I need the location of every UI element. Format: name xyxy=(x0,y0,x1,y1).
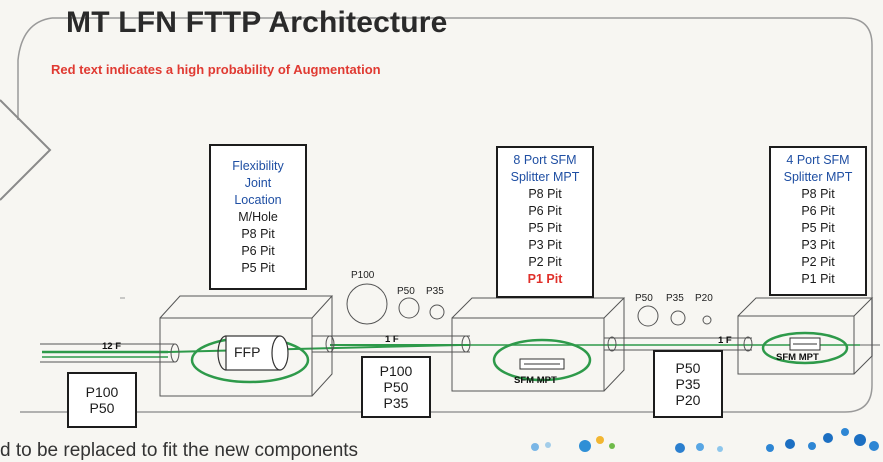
sfm-mpt-label-b: SFM MPT xyxy=(776,352,819,363)
pit-label-p20-b: P20 xyxy=(695,293,713,304)
box-line: Splitter MPT xyxy=(510,170,580,184)
box-line: P6 Pit xyxy=(528,204,562,218)
box-line: P5 Pit xyxy=(241,261,275,275)
size-line: P100 xyxy=(85,384,119,400)
size-line: P100 xyxy=(379,363,413,379)
box-line: Joint xyxy=(244,176,272,190)
pit-circle-p35-b xyxy=(670,310,686,326)
pit-label-p100: P100 xyxy=(351,270,375,281)
box-line: Location xyxy=(234,193,282,207)
size-box-mid: P100 P50 P35 xyxy=(361,356,431,418)
box-line: P2 Pit xyxy=(528,255,562,269)
footer-text: d to be replaced to fit the new componen… xyxy=(0,440,359,461)
pit-circle-p50 xyxy=(398,297,420,319)
pit-box-8port xyxy=(451,297,626,392)
slide-frame xyxy=(20,17,873,413)
box-line: P6 Pit xyxy=(801,204,835,218)
box-line: Flexibility xyxy=(232,159,284,173)
box-line: Splitter MPT xyxy=(783,170,853,184)
box-line: 4 Port SFM xyxy=(786,153,850,167)
box-line: P1 Pit xyxy=(527,272,563,286)
size-line: P20 xyxy=(675,392,701,408)
cable-label-12f: 12 F xyxy=(102,341,122,352)
sfm-ring-b xyxy=(761,331,849,365)
ffp-cylinder xyxy=(217,335,289,371)
pit-box-ffp xyxy=(159,295,334,397)
pit-circle-p35 xyxy=(429,304,445,320)
slide-frame-left xyxy=(17,17,53,120)
chevron-arrow xyxy=(0,99,52,201)
box-line: P6 Pit xyxy=(241,244,275,258)
box-line: P8 Pit xyxy=(528,187,562,201)
8-port-splitter-box: 8 Port SFM Splitter MPT P8 Pit P6 Pit P5… xyxy=(496,146,594,298)
size-line: P35 xyxy=(675,376,701,392)
pit-label-p35: P35 xyxy=(426,286,444,297)
size-line: P50 xyxy=(89,400,115,416)
box-line: P8 Pit xyxy=(801,187,835,201)
augmentation-note: Red text indicates a high probability of… xyxy=(51,62,381,77)
size-line: P50 xyxy=(383,379,409,395)
pit-circle-p20-b xyxy=(702,315,712,325)
sfm-device-a xyxy=(519,358,565,370)
box-line: P2 Pit xyxy=(801,255,835,269)
sfm-device-b xyxy=(789,337,821,351)
pit-circle-p100 xyxy=(346,283,388,325)
page-title: MT LFN FTTP Architecture xyxy=(66,6,448,39)
cable-label-1f-a: 1 F xyxy=(385,334,399,345)
box-line: P5 Pit xyxy=(528,221,562,235)
4-port-splitter-box: 4 Port SFM Splitter MPT P8 Pit P6 Pit P5… xyxy=(769,146,867,296)
pit-label-p35-b: P35 xyxy=(666,293,684,304)
sfm-ring-a xyxy=(492,338,592,382)
size-box-entry: P100 P50 xyxy=(67,372,137,428)
box-line: P5 Pit xyxy=(801,221,835,235)
logo-dots xyxy=(531,428,879,453)
size-box-end: P50 P35 P20 xyxy=(653,350,723,418)
box-line: 8 Port SFM xyxy=(513,153,577,167)
pit-box-4port xyxy=(737,297,874,375)
pit-label-p50-b: P50 xyxy=(635,293,653,304)
box-line: P1 Pit xyxy=(801,272,835,286)
size-line: P50 xyxy=(675,360,701,376)
pit-circle-p50-b xyxy=(637,305,659,327)
size-line: P35 xyxy=(383,395,409,411)
box-line: P3 Pit xyxy=(801,238,835,252)
ffp-label: FFP xyxy=(234,344,261,360)
sfm-mpt-label-a: SFM MPT xyxy=(514,375,557,386)
cable-feed-line xyxy=(167,344,461,353)
flexibility-joint-box: Flexibility Joint Location M/Hole P8 Pit… xyxy=(209,144,307,290)
box-line: M/Hole xyxy=(238,210,278,224)
pit-label-p50: P50 xyxy=(397,286,415,297)
box-line: P3 Pit xyxy=(528,238,562,252)
cable-label-1f-b: 1 F xyxy=(718,335,732,346)
box-line: P8 Pit xyxy=(241,227,275,241)
